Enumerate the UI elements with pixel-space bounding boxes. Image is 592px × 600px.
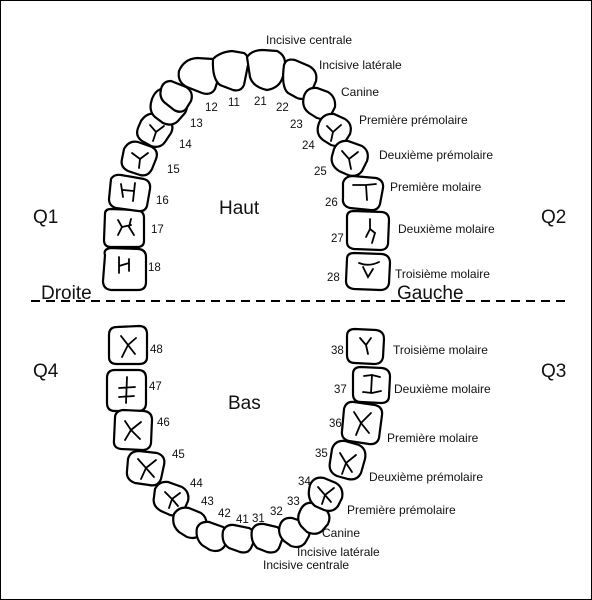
upper-name-troisieme-molaire: Troisième molaire <box>395 267 490 281</box>
tooth-35 <box>328 439 367 481</box>
tooth-25 <box>330 139 369 177</box>
tooth-number-46: 46 <box>157 417 170 429</box>
tooth-41 <box>221 523 256 554</box>
tooth-number-45: 45 <box>172 449 185 461</box>
tooth-number-34: 34 <box>298 476 311 488</box>
upper-name-incisive-centrale: Incisive centrale <box>266 33 352 47</box>
tooth-number-44: 44 <box>190 478 203 490</box>
tooth-24 <box>316 112 352 148</box>
tooth-27 <box>345 209 391 252</box>
tooth-48 <box>107 324 149 366</box>
tooth-number-35: 35 <box>315 448 328 460</box>
tooth-34 <box>307 476 344 512</box>
lower-name-premiere-molaire: Première molaire <box>387 431 479 445</box>
lower-name-canine: Canine <box>322 526 360 540</box>
tooth-37 <box>351 365 392 405</box>
tooth-number-31: 31 <box>252 513 265 525</box>
tooth-number-24: 24 <box>302 140 315 152</box>
quadrant-q3-label: Q3 <box>541 361 566 382</box>
lower-name-deuxieme-molaire: Deuxième molaire <box>394 382 491 396</box>
tooth-28 <box>344 251 392 292</box>
upper-name-canine: Canine <box>341 85 379 99</box>
lower-name-incisive-laterale: Incisive latérale <box>297 545 380 559</box>
tooth-45 <box>125 449 166 487</box>
quadrant-q2-label: Q2 <box>541 207 566 228</box>
tooth-31 <box>250 522 284 554</box>
tooth-number-47: 47 <box>149 381 162 393</box>
tooth-number-25: 25 <box>314 166 327 178</box>
tooth-number-48: 48 <box>150 344 163 356</box>
tooth-number-14: 14 <box>179 139 192 151</box>
tooth-number-32: 32 <box>270 506 283 518</box>
arch-lower-label: Bas <box>228 393 261 414</box>
tooth-26 <box>341 174 385 212</box>
quadrant-q1-label: Q1 <box>33 207 58 228</box>
side-left-label: Gauche <box>397 283 464 304</box>
lower-name-deuxieme-premolaire: Deuxième prémolaire <box>369 470 483 484</box>
tooth-46 <box>112 408 154 452</box>
tooth-15 <box>120 140 158 177</box>
upper-name-deuxieme-molaire: Deuxième molaire <box>398 222 495 236</box>
tooth-number-28: 28 <box>327 272 340 284</box>
tooth-number-18: 18 <box>148 262 161 274</box>
tooth-number-13: 13 <box>190 118 203 130</box>
upper-name-deuxieme-premolaire: Deuxième prémolaire <box>379 148 493 162</box>
tooth-number-41: 41 <box>236 514 249 526</box>
tooth-18 <box>101 246 148 292</box>
quadrant-q4-label: Q4 <box>33 361 59 382</box>
tooth-number-15: 15 <box>167 164 180 176</box>
tooth-number-37: 37 <box>334 384 347 396</box>
tooth-47 <box>105 368 148 413</box>
tooth-number-27: 27 <box>331 233 344 245</box>
tooth-number-11: 11 <box>228 97 240 109</box>
tooth-number-38: 38 <box>331 345 344 357</box>
tooth-12 <box>159 79 193 113</box>
tooth-number-17: 17 <box>151 224 164 236</box>
tooth-number-43: 43 <box>201 496 214 508</box>
tooth-number-42: 42 <box>218 508 231 520</box>
tooth-17 <box>102 207 146 249</box>
tooth-number-36: 36 <box>329 418 342 430</box>
tooth-number-21: 21 <box>254 96 267 108</box>
tooth-16 <box>107 173 152 213</box>
upper-name-incisive-laterale: Incisive latérale <box>319 58 402 72</box>
lower-name-incisive-centrale: Incisive centrale <box>263 558 349 572</box>
tooth-36 <box>340 400 384 446</box>
tooth-11b <box>211 49 250 92</box>
tooth-number-12: 12 <box>205 102 218 114</box>
lower-name-premiere-premolaire: Première prémolaire <box>347 503 456 517</box>
side-right-label: Droite <box>41 283 92 304</box>
upper-name-premiere-premolaire: Première prémolaire <box>359 113 468 127</box>
tooth-38 <box>345 327 386 366</box>
tooth-number-22: 22 <box>276 102 289 114</box>
tooth-number-26: 26 <box>325 197 338 209</box>
upper-name-premiere-molaire: Première molaire <box>390 180 482 194</box>
tooth-21 <box>245 48 287 92</box>
lower-name-troisieme-molaire: Troisième molaire <box>393 343 488 357</box>
tooth-33 <box>297 501 331 535</box>
tooth-number-16: 16 <box>156 195 169 207</box>
tooth-number-33: 33 <box>287 496 300 508</box>
tooth-23 <box>302 86 337 121</box>
tooth-number-23: 23 <box>290 119 303 131</box>
arch-upper-label: Haut <box>219 198 260 219</box>
